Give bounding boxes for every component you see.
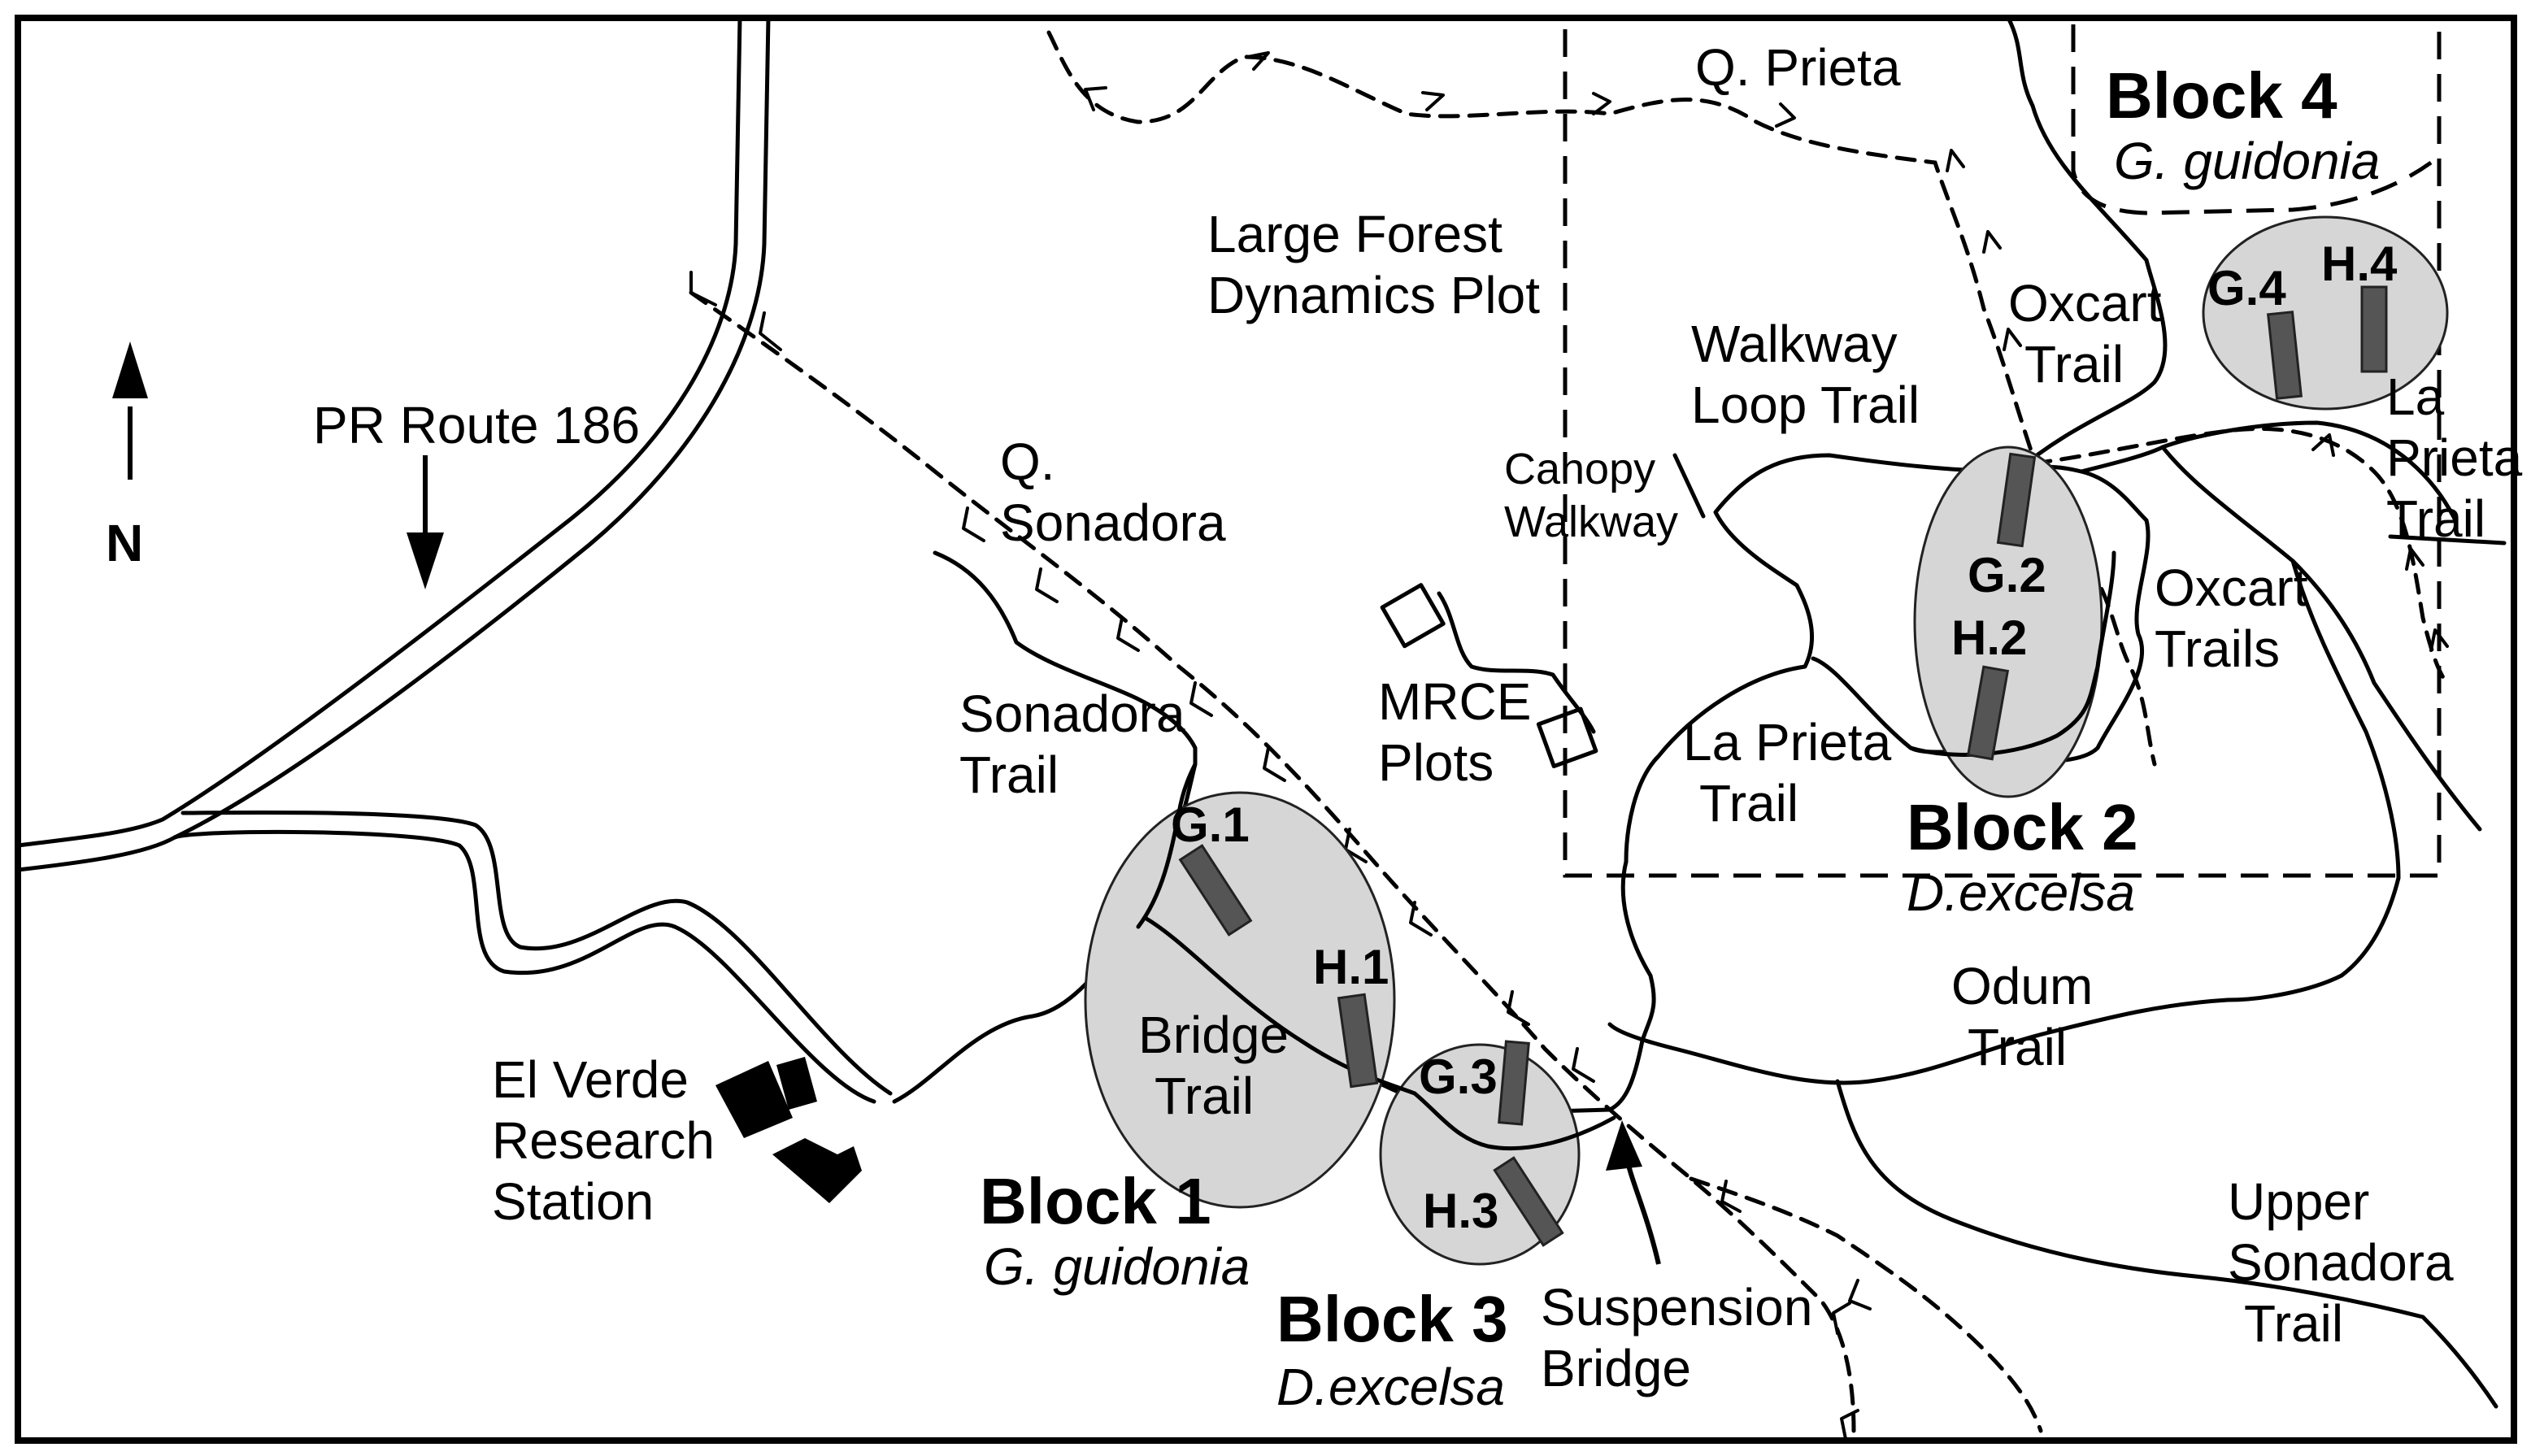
suspension-bridge-arrow — [1606, 1120, 1661, 1265]
plot-h3-label: H.3 — [1423, 1184, 1498, 1238]
el-verde-label-2: Research — [492, 1111, 715, 1170]
block3-title: Block 3 — [1276, 1283, 1508, 1355]
plot-h2-label: H.2 — [1951, 611, 2027, 665]
plot-h1-label: H.1 — [1313, 940, 1389, 994]
block2-title: Block 2 — [1907, 791, 2138, 863]
route-label: PR Route 186 — [313, 396, 640, 454]
la-prieta-label-1: La Prieta — [1683, 713, 1892, 771]
la-prieta-right-label-1: La — [2386, 367, 2445, 426]
q-sonadora-label-2: Sonadora — [1000, 493, 1226, 552]
route-pointer-arrow — [407, 455, 444, 589]
el-verde-buildings-icon — [715, 1057, 862, 1203]
plot-g4-marker — [2266, 311, 2303, 400]
plot-h4-marker — [2360, 285, 2388, 373]
bridge-trail-label-2: Trail — [1155, 1067, 1254, 1125]
upper-sonadora-label-2: Sonadora — [2228, 1233, 2454, 1292]
plot-g1-label: G.1 — [1171, 798, 1250, 852]
el-verde-label-1: El Verde — [492, 1050, 689, 1109]
plot-g2-marker — [1996, 452, 2037, 548]
suspension-bridge-label-2: Bridge — [1541, 1339, 1691, 1397]
route-186-road — [15, 15, 893, 1104]
la-prieta-right-label-3: Trail — [2386, 489, 2485, 548]
plot-g3-label: G.3 — [1419, 1050, 1498, 1104]
north-label: N — [106, 514, 143, 572]
q-sonadora-label-1: Q. — [1000, 432, 1055, 491]
block1-title: Block 1 — [980, 1165, 1211, 1237]
mrce-label-1: MRCE — [1378, 672, 1531, 731]
upper-sonadora-label-1: Upper — [2228, 1172, 2369, 1231]
oxcart-trails-label-2: Trails — [2155, 619, 2280, 678]
mrce-label-2: Plots — [1378, 733, 1494, 792]
oxcart-trail-label-1: Oxcart — [2008, 274, 2162, 332]
plot-h4-label: H.4 — [2321, 237, 2398, 291]
el-verde-label-3: Station — [492, 1172, 654, 1231]
suspension-bridge-label-1: Suspension — [1541, 1278, 1812, 1336]
block3-species: D.excelsa — [1276, 1358, 1505, 1416]
plot-g2-label: G.2 — [1968, 548, 2046, 602]
walkway-loop-label-2: Loop Trail — [1691, 376, 1920, 434]
block2-area — [1913, 445, 2103, 798]
plot-h3-marker — [1493, 1156, 1564, 1247]
large-forest-plot-boundary — [1563, 15, 2442, 878]
canopy-walkway-label-2: Walkway — [1504, 498, 1678, 546]
block2-species: D.excelsa — [1907, 863, 2135, 922]
odum-trail-label-2: Trail — [1968, 1018, 2067, 1076]
study-plots — [1178, 285, 2388, 1247]
block4-title: Block 4 — [2106, 59, 2337, 132]
block4-species: G. guidonia — [2114, 132, 2380, 190]
upper-sonadora-label-3: Trail — [2244, 1294, 2343, 1353]
large-forest-label-1: Large Forest — [1207, 205, 1503, 263]
bridge-trail-label-1: Bridge — [1138, 1006, 1289, 1064]
plot-g3-marker — [1498, 1040, 1530, 1126]
stream-arrows — [689, 51, 2449, 1441]
sonadora-trail-label-1: Sonadora — [959, 685, 1185, 743]
la-prieta-label-2: Trail — [1699, 774, 1798, 832]
sonadora-trail-label-2: Trail — [959, 745, 1059, 804]
canopy-walkway-label-1: Canopy — [1504, 445, 1655, 493]
plot-h2-marker — [1966, 665, 2010, 761]
plot-g4-label: G.4 — [2207, 261, 2286, 315]
oxcart-trail-label-2: Trail — [2024, 335, 2124, 393]
block1-area — [1084, 791, 1396, 1209]
oxcart-trails-label-1: Oxcart — [2155, 558, 2308, 617]
la-prieta-right-label-2: Prieta — [2386, 428, 2523, 487]
large-forest-label-2: Dynamics Plot — [1207, 266, 1540, 324]
q-prieta-label: Q. Prieta — [1695, 38, 1901, 97]
plot-h1-marker — [1337, 993, 1379, 1089]
map-labels: PR Route 186 N Q. Prieta Large Forest Dy… — [106, 38, 2523, 1416]
odum-trail-label-1: Odum — [1951, 957, 2093, 1015]
block4-boundary — [2071, 24, 2433, 215]
plot-g1-marker — [1178, 844, 1253, 937]
north-arrow-icon — [112, 341, 148, 480]
walkway-loop-label-1: Walkway — [1691, 315, 1898, 373]
block1-species: G. guidonia — [984, 1237, 1250, 1296]
